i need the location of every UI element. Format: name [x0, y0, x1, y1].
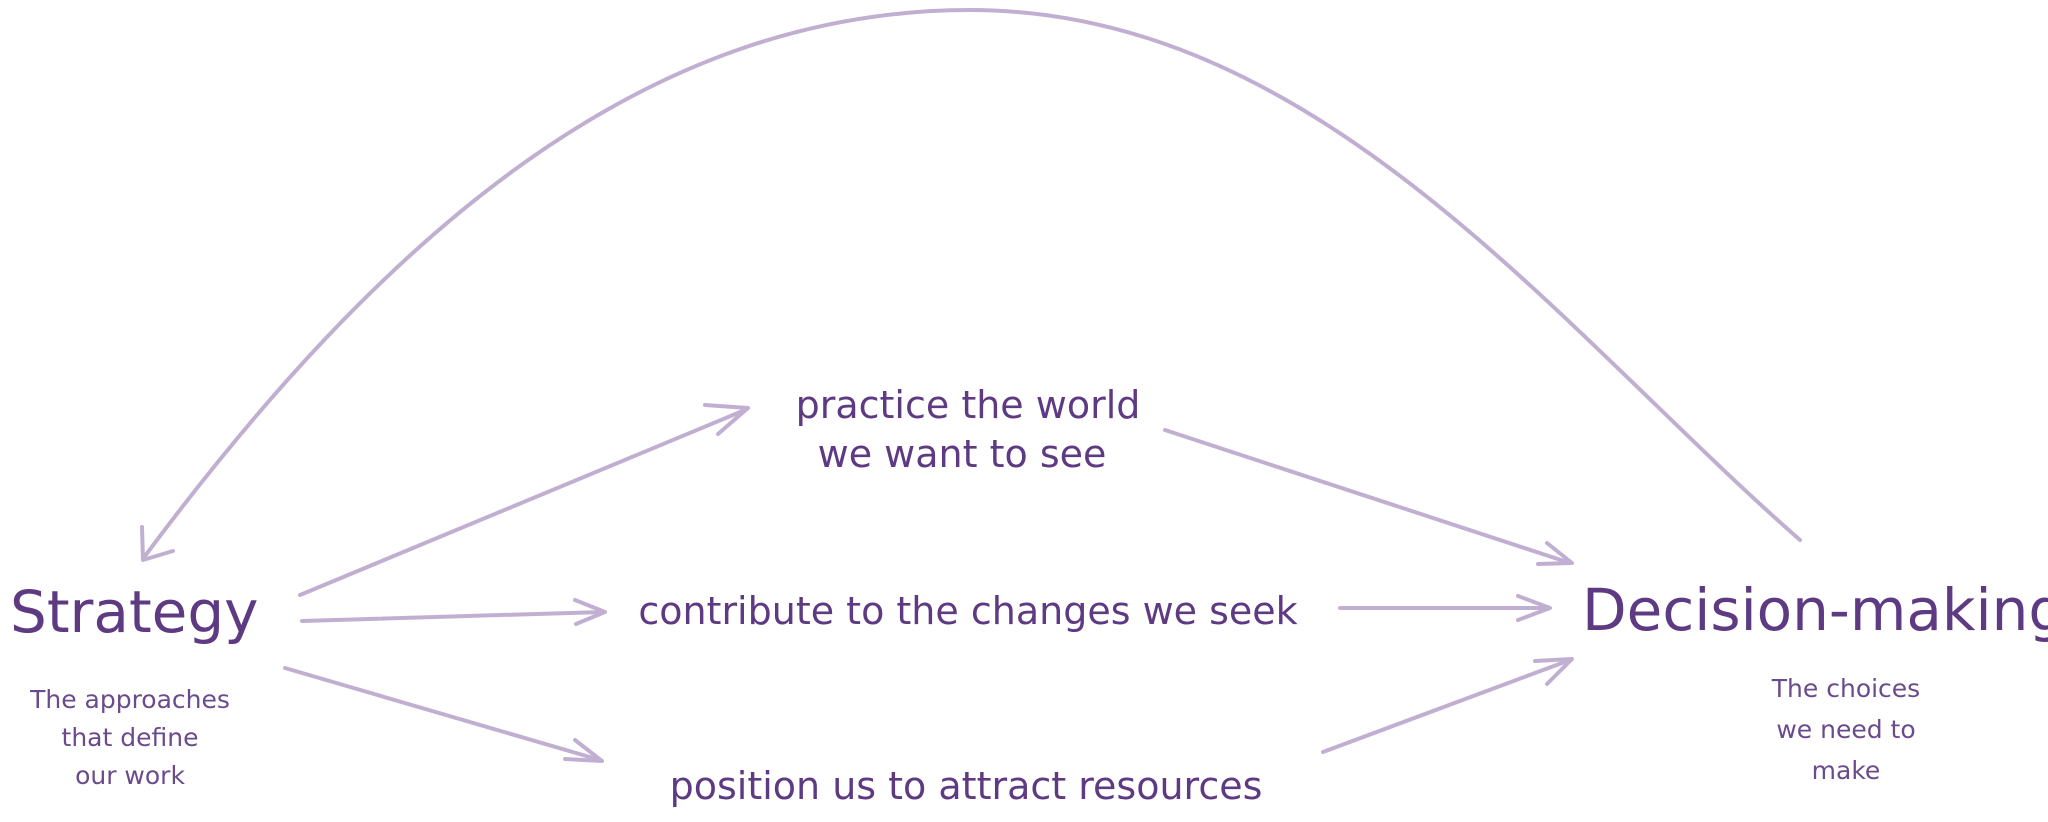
strategy-description-line-3: our work	[75, 761, 185, 790]
strategy-title: Strategy	[10, 578, 259, 646]
decision-description-line-2: we need to	[1776, 715, 1915, 744]
contribute-label: contribute to the changes we seek	[638, 589, 1297, 633]
decision-making-title: Decision-making	[1582, 576, 2048, 644]
feedback-arc-arrow	[143, 8, 1802, 558]
position-label: position us to attract resources	[670, 764, 1263, 808]
arrow-practice-to-decision	[1163, 428, 1572, 565]
decision-description-line-3: make	[1812, 756, 1881, 785]
arrow-position-to-decision-head	[1533, 657, 1574, 686]
practice-label-line-1: practice the world	[796, 383, 1141, 427]
strategy-description-line-1: The approaches	[29, 685, 230, 714]
arrow-strategy-to-practice-head	[703, 403, 750, 436]
arrow-strategy-to-contribute	[300, 610, 605, 623]
arrow-strategy-to-practice	[298, 408, 747, 597]
arrow-strategy-to-position-head	[563, 738, 604, 763]
arrow-practice-to-decision-head	[1536, 541, 1574, 566]
arrow-strategy-to-contribute-head	[573, 598, 607, 626]
practice-label-line-2: we want to see	[818, 432, 1107, 476]
arrow-position-to-decision	[1321, 658, 1572, 754]
strategy-description-line-2: that define	[62, 723, 199, 752]
decision-description-line-1: The choices	[1771, 674, 1920, 703]
arrow-strategy-to-position	[283, 666, 602, 762]
arrow-contribute-to-decision-head	[1516, 594, 1552, 622]
feedback-arc-arrowhead	[140, 525, 175, 562]
